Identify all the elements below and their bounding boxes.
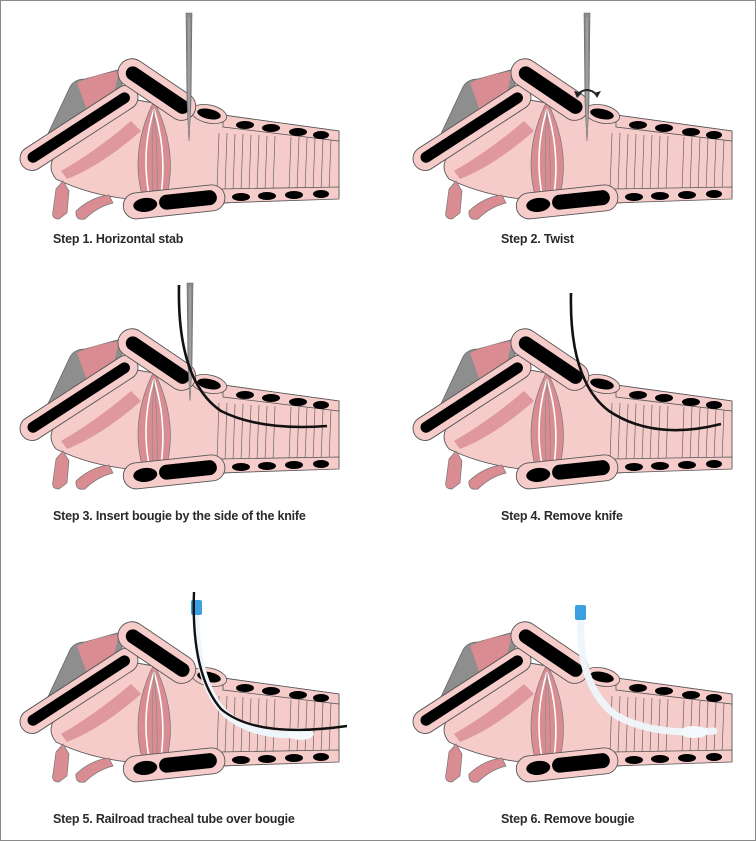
larynx-illustration <box>407 322 733 491</box>
step-3-panel <box>14 282 340 491</box>
larynx-illustration <box>14 322 340 491</box>
step-4-label: Step 4. Remove knife <box>501 509 623 523</box>
step-5-label: Step 5. Railroad tracheal tube over boug… <box>53 812 295 826</box>
step-6-label: Step 6. Remove bougie <box>501 812 635 826</box>
step-1-label: Step 1. Horizontal stab <box>53 232 184 246</box>
step-2-label: Step 2. Twist <box>501 232 574 246</box>
step-3-label: Step 3. Insert bougie by the side of the… <box>53 509 306 523</box>
tube-connector <box>575 605 586 620</box>
bougie <box>192 591 348 732</box>
larynx-illustration <box>407 615 733 784</box>
larynx-illustration <box>407 52 733 221</box>
step-6-panel <box>407 605 733 784</box>
larynx-illustration <box>14 615 340 784</box>
tracheal-tube <box>577 616 718 736</box>
step-2-panel <box>407 12 733 221</box>
step-5-panel <box>14 591 348 784</box>
step-1-panel <box>14 12 340 221</box>
bougie <box>177 284 328 429</box>
larynx-illustration <box>14 52 340 221</box>
twist-arrowheads-icon <box>574 91 601 98</box>
bougie <box>569 292 722 432</box>
step-4-panel <box>407 292 733 491</box>
tube-cuff <box>680 726 708 738</box>
